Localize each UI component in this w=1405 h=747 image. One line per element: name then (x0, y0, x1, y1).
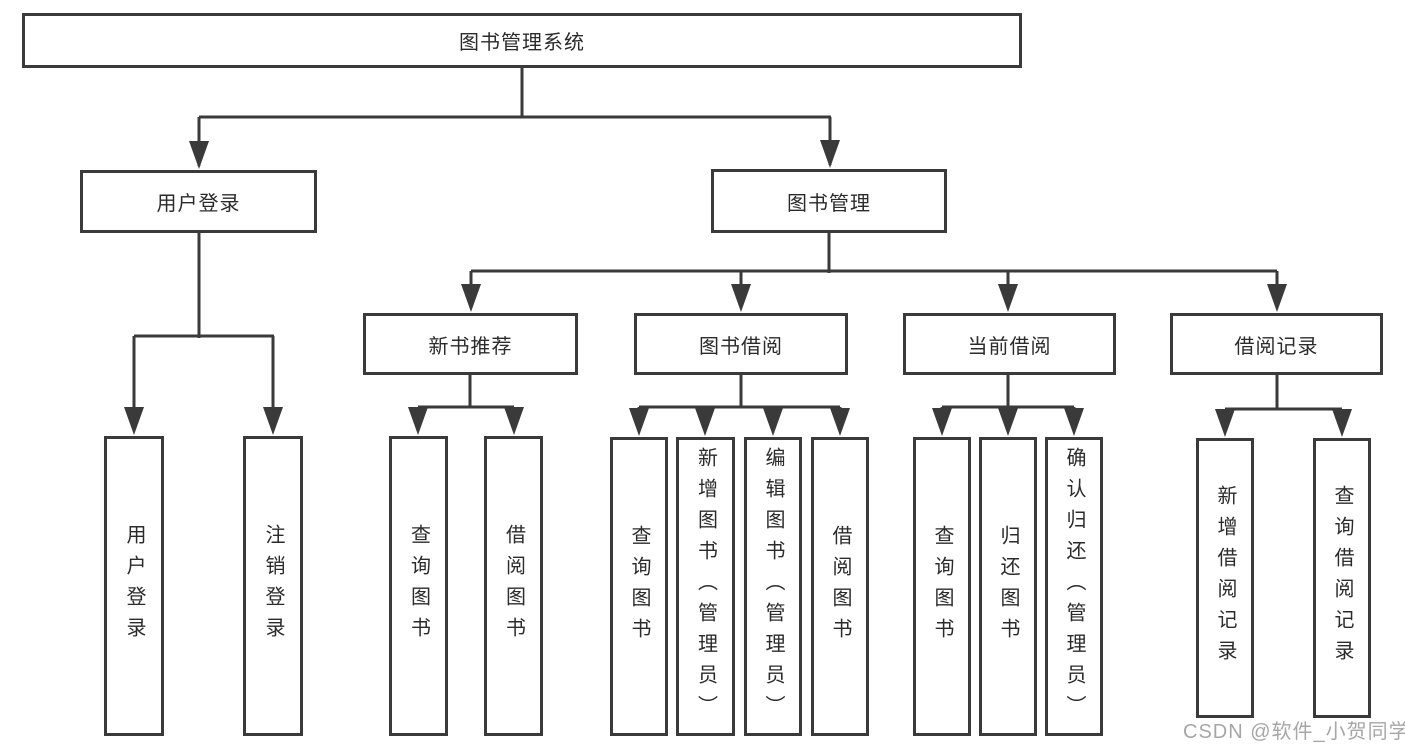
node-new-book-recommend: 新书推荐 (363, 313, 578, 375)
arrow-down-icon (1267, 284, 1287, 312)
node-new-book-recommend-label: 新书推荐 (428, 335, 513, 358)
leaf-recommend-borrow-books-label: 借阅图书 (502, 524, 525, 648)
leaf-borrow-edit-books-admin: 编辑图书（管理员） (744, 437, 802, 736)
leaf-records-add-record-label: 新增借阅记录 (1214, 485, 1236, 671)
leaf-recommend-query-books: 查询图书 (389, 436, 448, 736)
arrow-down-icon (731, 284, 751, 312)
arrow-down-icon (998, 284, 1018, 312)
leaf-recommend-borrow-books: 借阅图书 (484, 436, 543, 736)
node-current-borrowing: 当前借阅 (903, 313, 1116, 375)
leaf-recommend-query-books-label: 查询图书 (407, 524, 430, 648)
node-borrowing-records-label: 借阅记录 (1234, 335, 1319, 358)
leaf-records-add-record: 新增借阅记录 (1196, 438, 1254, 718)
node-book-management-label: 图书管理 (787, 192, 871, 215)
leaf-borrow-borrow-books: 借阅图书 (811, 437, 869, 736)
node-book-borrowing: 图书借阅 (634, 313, 848, 375)
node-root: 图书管理系统 (22, 13, 1022, 68)
leaf-records-query-record-label: 查询借阅记录 (1331, 485, 1353, 671)
leaf-user-login: 用户登录 (104, 436, 164, 736)
leaf-records-query-record: 查询借阅记录 (1313, 438, 1371, 718)
arrow-down-icon (695, 408, 715, 436)
leaf-current-confirm-return-admin: 确认归还（管理员） (1045, 437, 1103, 736)
arrow-down-icon (124, 407, 144, 435)
arrow-down-icon (1215, 409, 1235, 437)
arrow-down-icon (189, 141, 209, 169)
arrow-down-icon (763, 408, 783, 436)
leaf-borrow-query-books: 查询图书 (610, 437, 668, 736)
node-root-label: 图书管理系统 (459, 32, 585, 54)
node-book-borrowing-label: 图书借阅 (699, 335, 783, 358)
arrow-down-icon (998, 408, 1018, 436)
tree-edges (132, 68, 1344, 432)
arrow-down-icon (830, 408, 850, 436)
leaf-current-query-books: 查询图书 (913, 437, 971, 736)
node-borrowing-records: 借阅记录 (1170, 313, 1383, 375)
arrow-down-icon (932, 408, 952, 436)
leaf-current-query-books-label: 查询图书 (931, 524, 953, 649)
arrow-down-icon (1332, 409, 1352, 437)
leaf-borrow-add-books-admin: 新增图书（管理员） (676, 437, 735, 736)
leaf-current-confirm-return-admin-label: 确认归还（管理员） (1063, 447, 1085, 726)
leaf-logout: 注销登录 (243, 436, 303, 736)
leaf-borrow-query-books-label: 查询图书 (628, 524, 650, 649)
node-current-borrowing-label: 当前借阅 (967, 335, 1052, 358)
leaf-borrow-add-books-admin-label: 新增图书（管理员） (694, 447, 717, 726)
arrow-down-icon (263, 407, 283, 435)
node-user-login-label: 用户登录 (156, 193, 241, 215)
leaf-current-return-books-label: 归还图书 (997, 524, 1019, 649)
arrow-down-icon (1064, 408, 1084, 436)
leaf-logout-label: 注销登录 (262, 524, 284, 648)
arrow-down-icon (629, 408, 649, 436)
node-book-management: 图书管理 (711, 169, 947, 233)
arrow-down-icon (504, 407, 524, 435)
arrow-down-icon (461, 284, 481, 312)
csdn-watermark: CSDN @软件_小贺同学 (1183, 721, 1405, 743)
leaf-current-return-books: 归还图书 (979, 437, 1037, 736)
leaf-borrow-edit-books-admin-label: 编辑图书（管理员） (762, 447, 784, 726)
arrow-down-icon (820, 140, 840, 168)
node-user-login: 用户登录 (80, 170, 317, 233)
arrow-down-icon (408, 407, 428, 435)
leaf-user-login-label: 用户登录 (123, 524, 145, 648)
leaf-borrow-borrow-books-label: 借阅图书 (829, 524, 851, 649)
